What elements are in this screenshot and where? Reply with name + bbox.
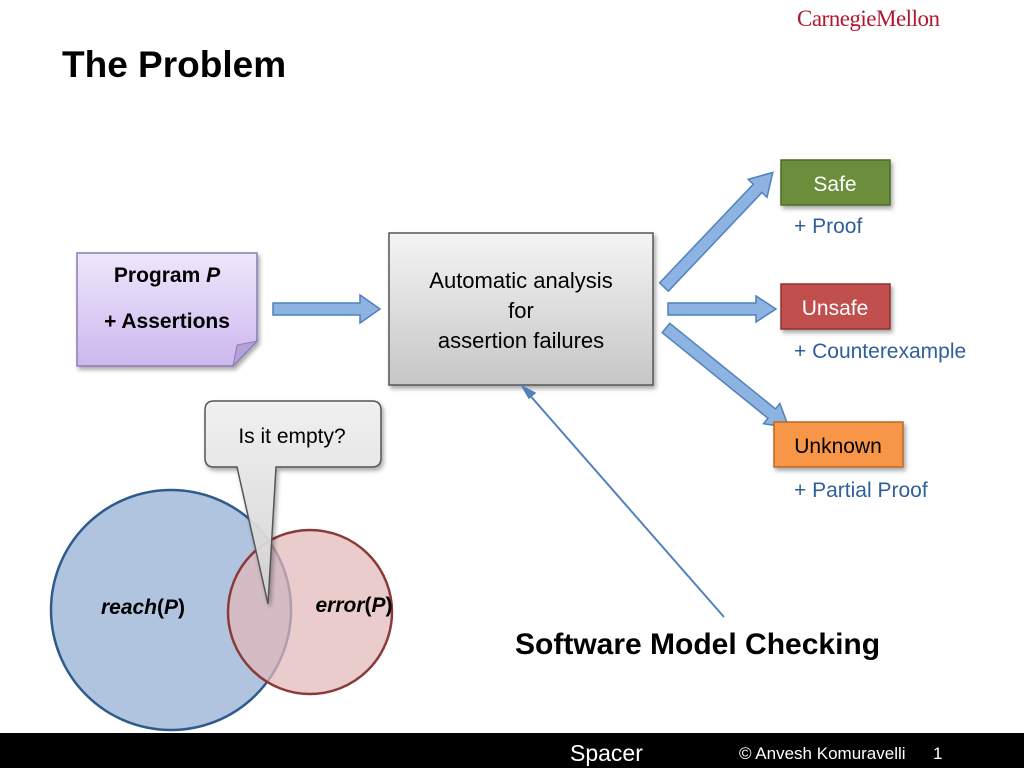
reach-set-label: reach(P) (101, 596, 185, 619)
safe-detail: + Proof (794, 215, 862, 238)
footer-bar (0, 733, 1024, 768)
callout-bubble (204, 400, 382, 605)
analysis-line-3: assertion failures (438, 328, 604, 353)
unknown-label: Unknown (794, 435, 882, 458)
program-label: Program P (114, 264, 221, 287)
error-set-label: error(P) (315, 594, 392, 617)
safe-arrow (658, 171, 774, 293)
safe-box (780, 159, 891, 206)
unknown-box (773, 421, 904, 468)
input-arrow (272, 293, 382, 325)
unknown-arrow (661, 322, 790, 429)
footer-project-name: Spacer (570, 740, 643, 766)
unsafe-detail: + Counterexample (794, 340, 966, 363)
analysis-line-1: Automatic analysis (429, 268, 612, 293)
callout-text: Is it empty? (238, 425, 345, 448)
program-note (76, 252, 259, 368)
footer-author: © Anvesh Komuravelli (739, 744, 906, 763)
safe-label: Safe (813, 173, 856, 196)
assertions-label: + Assertions (104, 310, 230, 333)
unknown-detail: + Partial Proof (794, 479, 928, 502)
unsafe-label: Unsafe (802, 297, 869, 320)
footer-page-number: 1 (933, 744, 943, 763)
software-model-checking-caption: Software Model Checking (515, 628, 880, 661)
venn-diagram: reach(P) error(P) (49, 488, 394, 732)
carnegie-mellon-logo: CarnegieMellon (797, 6, 940, 31)
unsafe-box (780, 283, 891, 330)
unsafe-arrow (667, 294, 778, 324)
slide-title: The Problem (62, 44, 287, 85)
model-checking-arrow (520, 384, 725, 618)
analysis-line-2: for (508, 298, 534, 323)
flow-diagram: reach(P) error(P) Is it empty? Program P… (49, 159, 966, 732)
